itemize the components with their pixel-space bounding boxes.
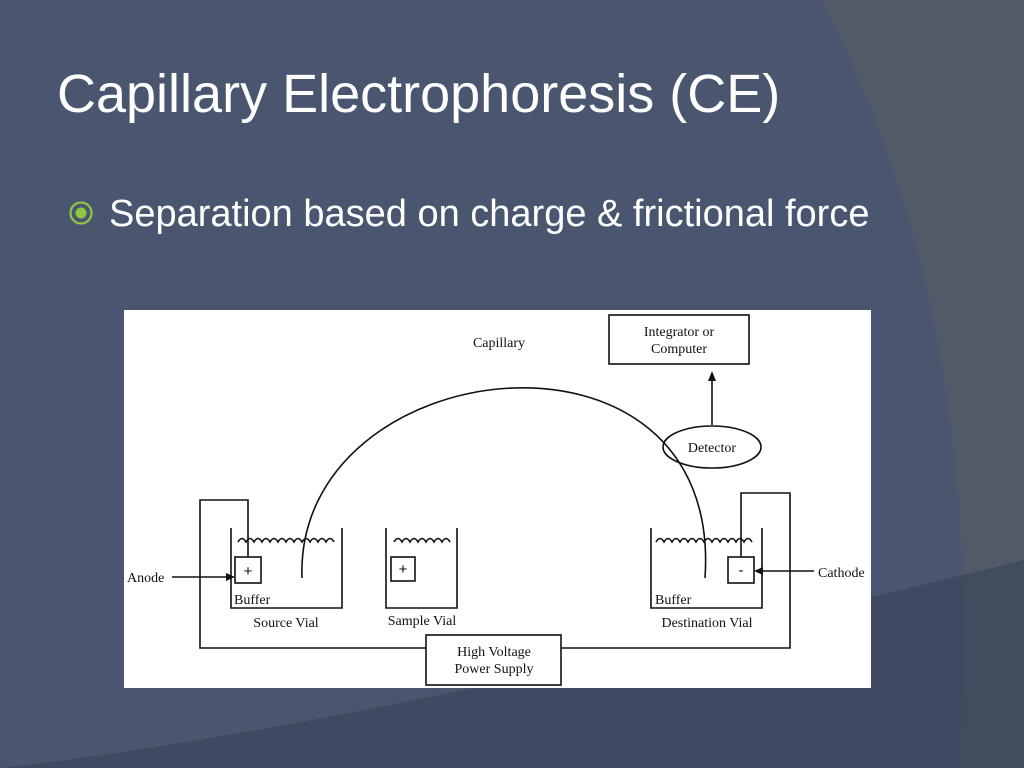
cathode-label: Cathode [818, 566, 865, 581]
detector-label: Detector [688, 441, 737, 456]
source-vial-outline [230, 528, 343, 609]
slide-title: Capillary Electrophoresis (CE) [57, 64, 781, 124]
power-supply-label-line2: Power Supply [455, 662, 534, 677]
power-supply-label-line1: High Voltage [457, 645, 531, 660]
sample-vial-outline [385, 528, 458, 609]
capillary-tube [301, 387, 707, 579]
destination-buffer-surface [655, 537, 753, 544]
ce-diagram: Capillary Integrator or Computer Detecto… [124, 310, 871, 688]
sample-surface [393, 537, 451, 544]
anode-wire [199, 499, 426, 649]
circle-bullet-icon [69, 201, 93, 225]
source-buffer-label: Buffer [234, 593, 271, 608]
cathode-wire [561, 492, 791, 649]
bullet-text: Separation based on charge & frictional … [109, 193, 870, 235]
power-supply-box [425, 634, 562, 686]
anode-plus-sign: + [244, 563, 253, 580]
anode-label: Anode [127, 571, 164, 586]
destination-buffer-label: Buffer [655, 593, 692, 608]
sample-vial-label: Sample Vial [388, 614, 457, 629]
sample-electrode [390, 556, 416, 582]
source-vial-label: Source Vial [253, 616, 318, 631]
sample-plus-sign: + [399, 561, 408, 578]
integrator-label-line2: Computer [651, 342, 707, 357]
integrator-box [608, 314, 750, 365]
destination-vial-label: Destination Vial [661, 616, 752, 631]
detector-ellipse [662, 425, 762, 469]
capillary-label: Capillary [473, 336, 525, 351]
cathode-minus-sign: - [739, 562, 744, 579]
source-buffer-surface [237, 537, 335, 544]
ce-diagram-drawing: Capillary Integrator or Computer Detecto… [127, 314, 865, 686]
integrator-label-line1: Integrator or [644, 325, 715, 340]
